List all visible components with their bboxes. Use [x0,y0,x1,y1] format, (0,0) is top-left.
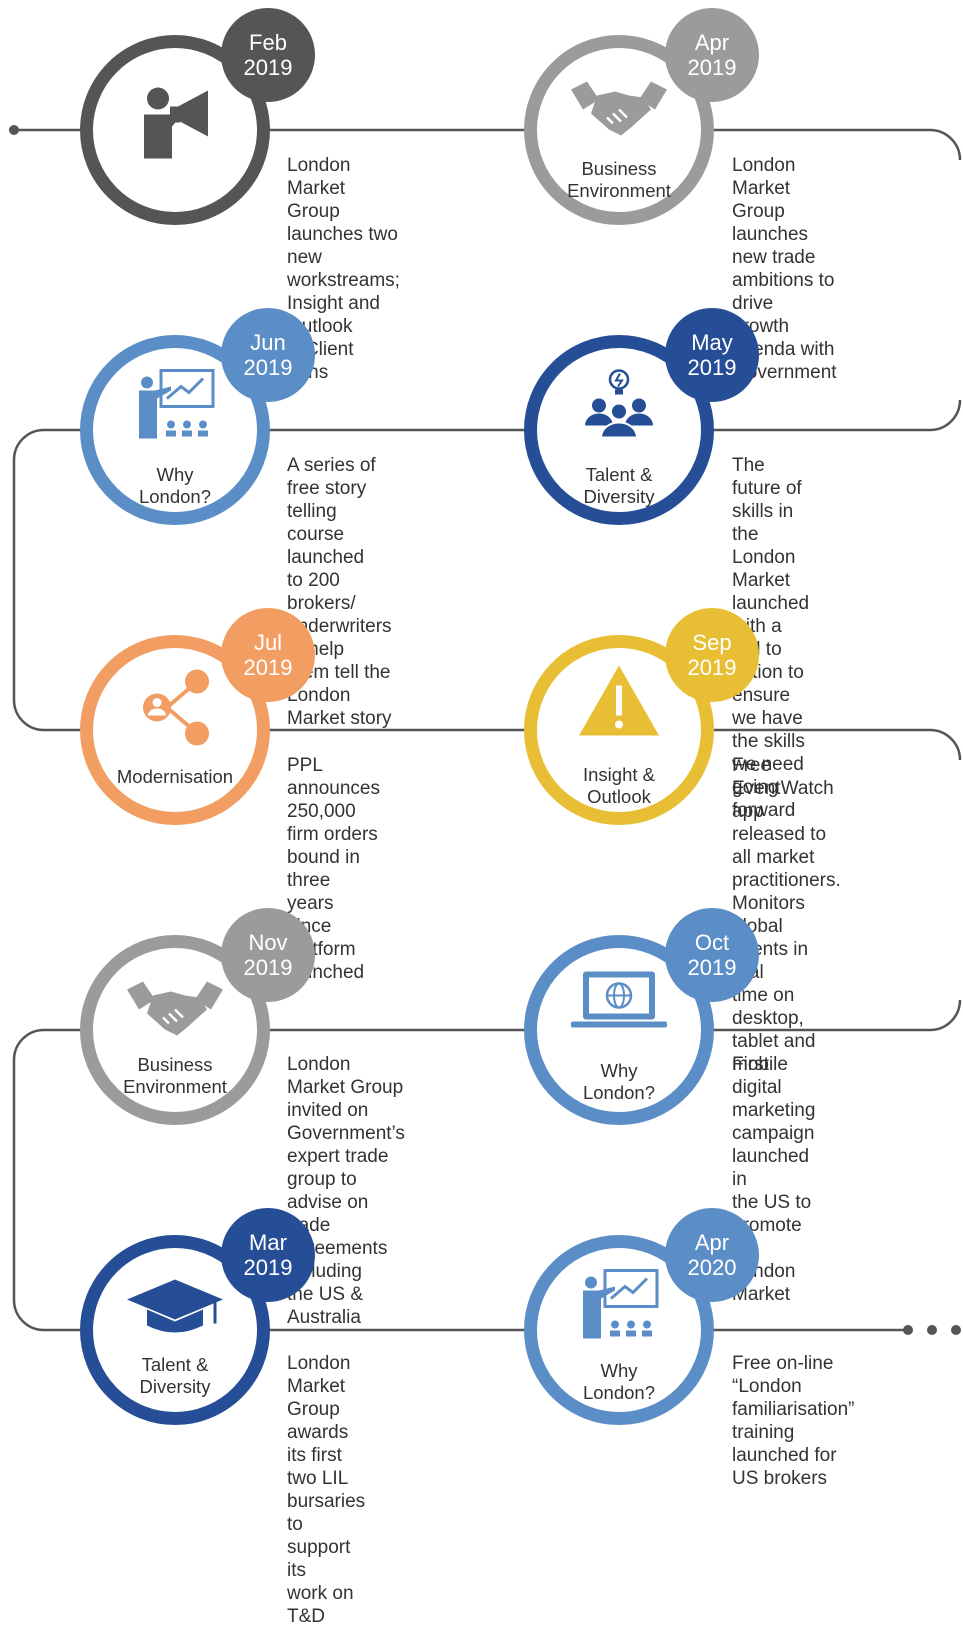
date-badge: Oct 2019 [665,908,759,1002]
date-year: 2020 [687,1255,737,1280]
event-category: Why London? [582,1360,656,1403]
date-month: Apr [694,1230,730,1255]
date-year: 2019 [687,955,737,980]
ellipsis-dot [903,1325,913,1335]
ellipsis-dot [927,1325,937,1335]
presenter-board-icon [133,369,217,448]
share-network-icon [133,666,217,755]
date-month: May [691,330,733,355]
graduation-cap-icon [125,1278,225,1343]
date-year: 2019 [687,655,737,680]
timeline-connector-lines [9,125,962,1335]
event-category: Talent & Diversity [139,1354,211,1397]
date-month: Nov [248,930,288,955]
date-month: Sep [692,630,732,655]
connector-row2 [12,399,962,761]
date-badge: May 2019 [665,308,759,402]
date-month: Mar [249,1230,287,1255]
date-badge: Apr 2020 [665,1208,759,1302]
timeline: Feb 2019 London Market Group launches tw… [9,8,962,1627]
date-badge: Mar 2019 [221,1208,315,1302]
event-description: London Market Group invited on Governmen… [287,1054,405,1328]
event-category: Modernisation [116,766,234,787]
event-category: Why London? [138,464,212,507]
event-description: Free on-line “London familiarisation” tr… [732,1353,855,1489]
event-description: A series of free story telling course la… [287,455,392,729]
date-month: Jul [253,630,283,655]
date-month: Apr [694,30,730,55]
date-month: Oct [694,930,730,955]
date-badge: Jun 2019 [221,308,315,402]
handshake-icon [125,980,225,1045]
presenter-board-icon [577,1269,661,1348]
laptop-globe-icon [569,970,669,1039]
connector-row1 [14,128,962,161]
date-badge: Sep 2019 [665,608,759,702]
date-year: 2019 [243,655,293,680]
date-year: 2019 [243,55,293,80]
date-year: 2019 [243,955,293,980]
date-year: 2019 [687,55,737,80]
event-description: The future of skills in the London Marke… [732,455,810,821]
date-year: 2019 [243,1255,293,1280]
team-lightbulb-icon [577,368,661,445]
warning-triangle-icon [577,664,661,745]
event-category: Insight & Outlook [583,764,655,807]
event-description: First digital marketing campaign launche… [732,1054,816,1305]
date-badge: Feb 2019 [221,8,315,102]
event-category: Business Environment [123,1054,227,1097]
event-description: London Market Group awards its first two… [287,1353,366,1627]
connector-row4 [12,999,962,1332]
event-category: Why London? [582,1060,656,1103]
handshake-icon [569,80,669,145]
date-badge: Jul 2019 [221,608,315,702]
ellipsis-dot [951,1325,961,1335]
megaphone-person-icon [130,79,220,174]
date-month: Feb [249,30,287,55]
event-description: Free EventWatch app released to all mark… [732,755,841,1075]
timeline-start-dot [9,125,19,135]
date-month: Jun [250,330,286,355]
date-badge: Nov 2019 [221,908,315,1002]
date-badge: Apr 2019 [665,8,759,102]
event-category: Talent & Diversity [583,464,655,507]
date-year: 2019 [243,355,293,380]
date-year: 2019 [687,355,737,380]
event-category: Business Environment [567,158,671,201]
